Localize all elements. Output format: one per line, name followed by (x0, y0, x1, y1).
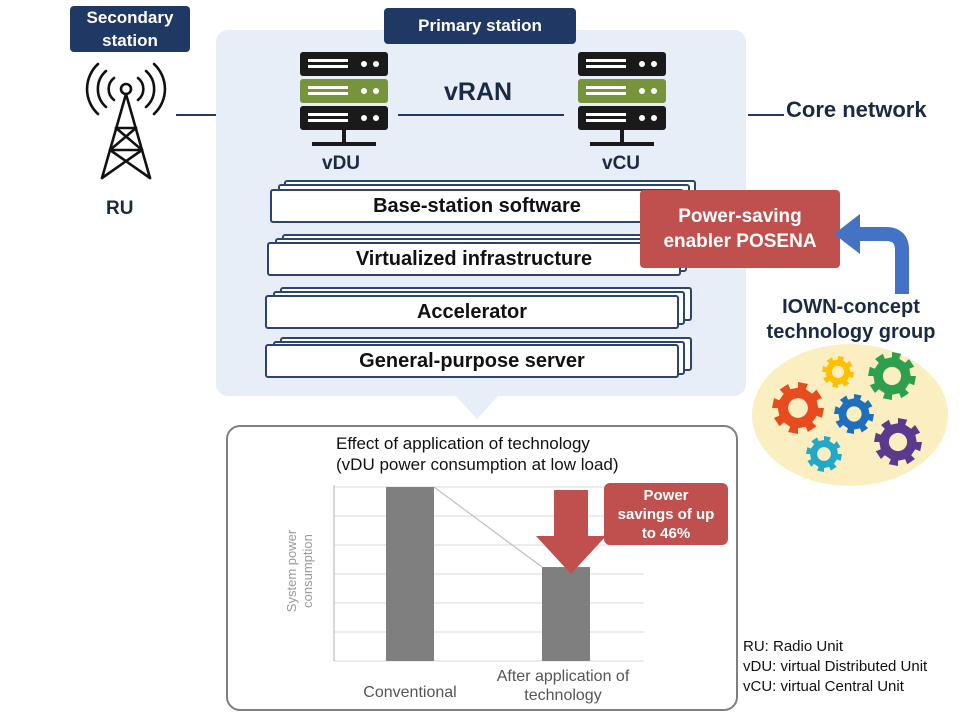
bar-after-application (542, 567, 590, 661)
layer-label: Accelerator (265, 295, 679, 329)
gear-icon (806, 436, 842, 472)
posena-line2: enabler POSENA (663, 231, 817, 252)
vcu-to-core-connector (748, 114, 784, 116)
ru-label: RU (106, 198, 134, 219)
chart-panel (226, 425, 738, 711)
vdu-to-vcu-connector (398, 114, 564, 116)
gear-cluster-icon (752, 344, 948, 486)
antenna-tower-icon (85, 62, 167, 180)
gear-icon (822, 356, 854, 388)
vcu-server-icon (578, 52, 666, 146)
iown-line1: IOWN-concept (782, 296, 920, 318)
layer-label: Base-station software (270, 189, 684, 223)
core-network-label: Core network (786, 97, 927, 122)
ru-to-vdu-connector (176, 114, 216, 116)
x-tick-label-conventional: Conventional (340, 683, 480, 702)
abbreviation-legend: RU: Radio Unit vDU: virtual Distributed … (743, 637, 927, 697)
chart-title: Effect of application of technology (vDU… (336, 433, 619, 475)
gear-icon (834, 394, 874, 434)
vcu-label: vCU (602, 153, 641, 174)
chart-title-line1: Effect of application of technology (336, 434, 590, 453)
panel-pointer (455, 395, 499, 419)
y-axis-label-line1: System power (284, 529, 299, 613)
layer-label: Virtualized infrastructure (267, 242, 681, 276)
posena-line1: Power-saving (678, 206, 802, 227)
savings-line3: to 46% (641, 524, 691, 542)
secondary-station-badge: Secondary station (70, 6, 190, 52)
primary-station-badge: Primary station (384, 8, 576, 44)
y-axis-label-line2: consumption (300, 534, 315, 608)
gear-icon (868, 352, 916, 400)
x-tick-label-line: Conventional (363, 684, 457, 701)
arrow-down-icon (536, 490, 606, 574)
savings-line1: Power (643, 486, 689, 504)
chart-title-line2: (vDU power consumption at low load) (336, 455, 619, 474)
savings-line2: savings of up (617, 505, 715, 523)
iown-line2: technology group (766, 321, 936, 343)
vdu-label: vDU (322, 153, 361, 174)
legend-ru: RU: Radio Unit (743, 638, 844, 655)
layer-label: General-purpose server (265, 344, 679, 378)
bar-conventional (386, 487, 434, 661)
vran-label: vRAN (444, 78, 513, 106)
legend-vcu: vCU: virtual Central Unit (743, 678, 904, 695)
arrow-up-left-icon (834, 214, 909, 294)
x-tick-label-line: technology (524, 687, 602, 704)
bar-connector-line (433, 486, 543, 568)
legend-vdu: vDU: virtual Distributed Unit (743, 658, 928, 675)
posena-box: Power-saving enabler POSENA (640, 190, 840, 268)
secondary-station-label-line2: station (102, 31, 158, 50)
x-tick-label-after: After application of technology (478, 667, 648, 705)
x-tick-label-line: After application of (496, 668, 630, 685)
savings-callout: Power savings of up to 46% (604, 483, 728, 545)
secondary-station-label-line1: Secondary (86, 8, 174, 27)
iown-label: IOWN-concept technology group (746, 295, 956, 345)
vdu-server-icon (300, 52, 388, 146)
power-chart (333, 485, 644, 662)
gear-icon (772, 382, 824, 434)
gear-icon (874, 418, 922, 466)
y-axis-label: System power consumption (284, 511, 316, 631)
